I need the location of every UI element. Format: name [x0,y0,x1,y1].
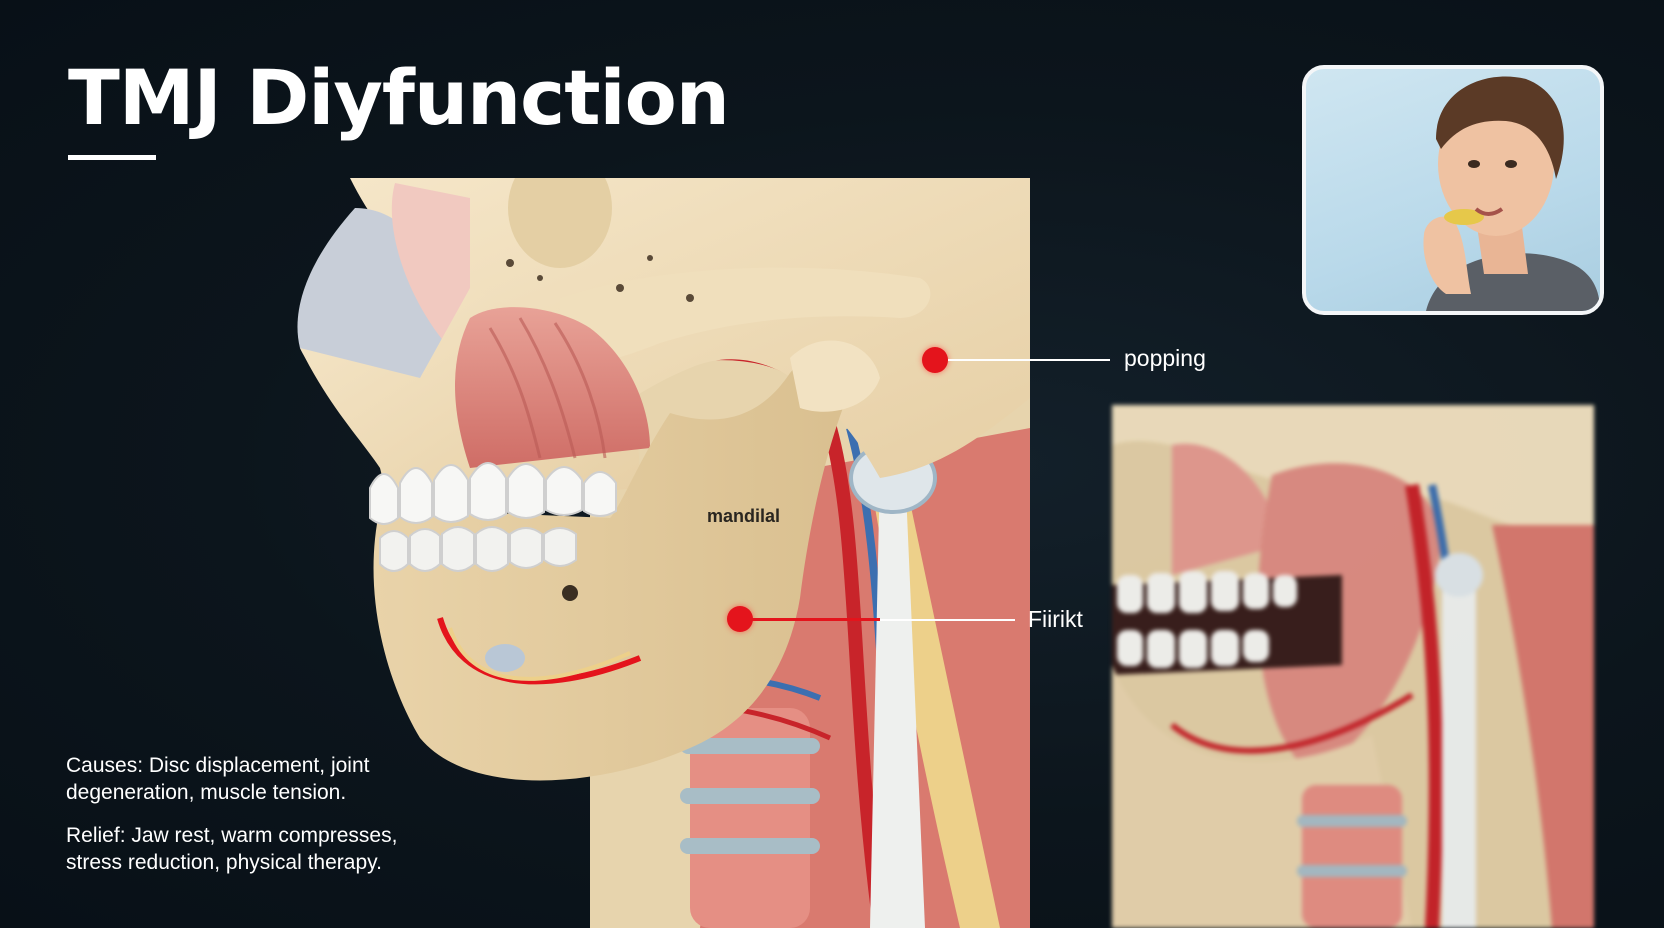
lower-marker [727,606,753,632]
lower-leader-line [880,619,1015,621]
skull-jaw-illustration [297,178,1030,928]
person-eating-inset [1302,65,1604,315]
lower-red-line [750,618,880,621]
page-title: TMJ Diyfunction [68,53,730,142]
lower-label: Fiirikt [1028,606,1083,632]
jaw-side-illustration [1112,405,1594,928]
popping-leader-line [948,359,1110,361]
mandible-label: mandilal [707,506,781,526]
relief-text: Relief: Jaw rest, warm compresses, stres… [66,824,398,874]
popping-marker [922,347,948,373]
causes-text: Causes: Disc displacement, joint degener… [66,754,370,804]
person-eating-icon [1423,76,1600,311]
popping-label: popping [1124,345,1206,371]
title-underline [68,155,156,160]
